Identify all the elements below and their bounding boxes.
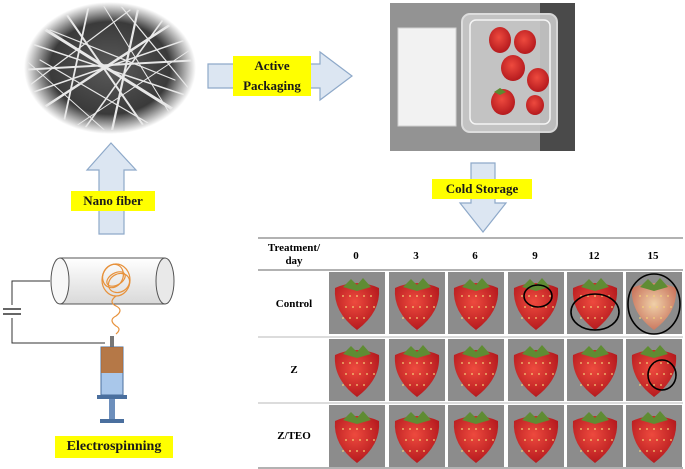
strawberry-cell-control-day-0 xyxy=(329,272,385,334)
strawberry-cell-z-day-6 xyxy=(448,339,504,401)
day-header-0: 0 xyxy=(353,250,359,262)
strawberry-cell-control-day-3 xyxy=(389,272,445,334)
day-header-15: 15 xyxy=(648,250,660,262)
strawberry-image-grid xyxy=(329,272,682,467)
label-active-packaging-line1: Active xyxy=(254,58,290,73)
strawberry-cell-z-day-3 xyxy=(389,339,445,401)
strawberry-cell-control-day-6 xyxy=(448,272,504,334)
results-table: Treatment/ day 0 3 6 9 12 15 Control Z Z… xyxy=(258,237,683,469)
day-header-9: 9 xyxy=(532,250,538,262)
label-cold-storage: Cold Storage xyxy=(432,179,532,199)
strawberry-cell-z-teo-day-0 xyxy=(329,405,385,467)
label-active-packaging-line2: Packaging xyxy=(243,78,301,93)
packaging-photo xyxy=(390,3,575,151)
label-nano-fiber: Nano fiber xyxy=(71,191,155,211)
strawberry-cell-z-teo-day-15 xyxy=(626,405,682,467)
strawberry-cell-z-day-9 xyxy=(508,339,564,401)
strawberry-cell-z-teo-day-9 xyxy=(508,405,564,467)
strawberry-cell-z-day-0 xyxy=(329,339,385,401)
decay-circle-marker xyxy=(647,359,677,391)
strawberry-cell-z-day-15 xyxy=(626,339,682,401)
strawberry-cell-z-teo-day-6 xyxy=(448,405,504,467)
strawberry-cell-z-teo-day-12 xyxy=(567,405,623,467)
decay-circle-marker xyxy=(570,293,620,331)
row-label-z-teo: Z/TEO xyxy=(277,430,311,442)
strawberry-cell-z-day-12 xyxy=(567,339,623,401)
day-header-3: 3 xyxy=(413,250,419,262)
table-corner-line2: day xyxy=(285,255,303,267)
arrow-up-icon xyxy=(85,142,138,235)
day-header-12: 12 xyxy=(589,250,601,262)
electrospinning-apparatus xyxy=(3,257,175,423)
table-corner-line1: Treatment/ xyxy=(268,242,321,254)
row-label-control: Control xyxy=(276,298,312,310)
strawberry-cell-control-day-9 xyxy=(508,272,564,334)
decay-circle-marker xyxy=(523,284,553,308)
label-active-packaging: Active Packaging xyxy=(233,56,311,96)
strawberry-cell-z-teo-day-3 xyxy=(389,405,445,467)
nanofiber-sem-image xyxy=(24,2,196,134)
label-electrospinning: Electrospinning xyxy=(55,436,173,458)
row-label-z: Z xyxy=(290,364,297,376)
decay-circle-marker xyxy=(627,273,681,335)
day-header-6: 6 xyxy=(472,250,478,262)
strawberry-cell-control-day-12 xyxy=(567,272,623,334)
